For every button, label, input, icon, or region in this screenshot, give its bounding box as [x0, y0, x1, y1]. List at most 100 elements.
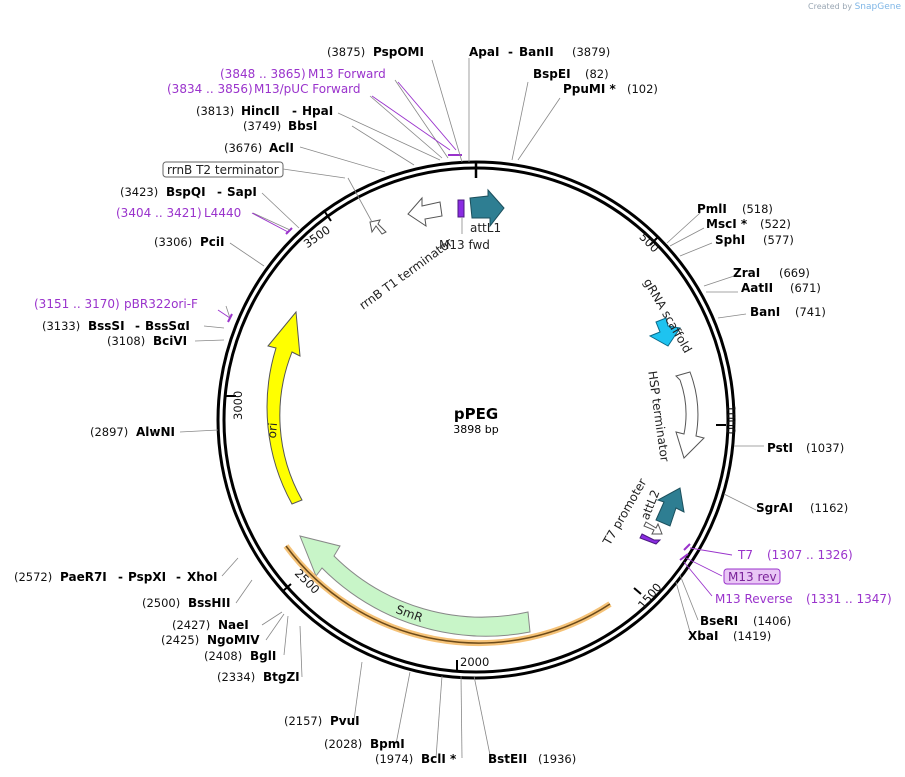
primer-m13-forward-name: M13 Forward: [308, 67, 386, 81]
site-msci-name: MscI *: [706, 217, 748, 231]
snapgene-credit: Created by SnapGene: [808, 2, 901, 12]
primer-pbr322ori-name: pBR322ori-F: [124, 297, 198, 311]
site-bani-pos: (741): [795, 305, 826, 319]
site-xbai-pos: (1419): [733, 629, 771, 643]
site-sgrai-name: SgrAI: [756, 501, 793, 515]
site-bsssi-name: BssSI: [88, 319, 125, 333]
tick-label: 3000: [231, 391, 245, 420]
site-bcivi-pos: (3108): [107, 334, 145, 348]
plasmid-name: pPEG: [454, 405, 498, 423]
site-bbsi-name: BbsI: [288, 119, 317, 133]
site-alwni-pos: (2897): [90, 425, 128, 439]
site-bani-name: BanI: [750, 305, 780, 319]
primer-m13rev-mark: [679, 553, 689, 561]
hsp-terminator-label: HSP terminator: [645, 370, 672, 463]
primer-m13-reverse-range: (1331 .. 1347): [806, 592, 892, 606]
m13-fwd-feature: [457, 199, 465, 218]
primer-l4440-name: L4440: [204, 206, 241, 220]
site-ngomiv-pos: (2425): [161, 633, 199, 647]
site-pcii-pos: (3306): [154, 235, 192, 249]
site-pcii-name: PciI: [200, 235, 225, 249]
site-hpai-name: HpaI: [302, 104, 333, 118]
site-bcli-pos: (1974): [375, 752, 413, 766]
primer-t7-range: (1307 .. 1326): [767, 548, 853, 562]
site-bspqi-name: BspQI: [166, 185, 206, 199]
site-acli-pos: (3676): [224, 141, 262, 155]
site-bsteii-name: BstEII: [488, 752, 527, 766]
site-pspomi-pos: (3875): [327, 45, 365, 59]
primer-m13-forward-range: (3848 .. 3865): [220, 67, 306, 81]
site-naei-pos: (2427): [172, 618, 210, 632]
m13-rev-label-box: [723, 568, 781, 585]
site-acli-name: AclI: [269, 141, 294, 155]
site-bsshii-pos: (2500): [142, 596, 180, 610]
site-psti-pos: (1037): [806, 441, 844, 455]
ori-label: ori: [265, 422, 280, 439]
orf-arc: [285, 545, 611, 644]
site-msci-pos: (522): [760, 217, 791, 231]
site-pvui-pos: (2157): [284, 714, 322, 728]
t7-promoter-feature: [643, 521, 663, 535]
site-paer7i-name: PaeR7I: [60, 570, 107, 584]
site-bbsi-pos: (3749): [243, 119, 281, 133]
rrnb-t1-label: rrnB T1 terminator: [357, 235, 456, 312]
tick-label: 1500: [635, 580, 665, 611]
rrnb-t2-label: rrnB T2 terminator: [167, 163, 279, 177]
site-bspei-name: BspEI: [533, 67, 571, 81]
site-pmli-name: PmlI: [697, 202, 727, 216]
site-pvui-name: PvuI: [330, 714, 360, 728]
primer-l4440-range: (3404 .. 3421): [116, 206, 202, 220]
m13-rev-label: M13 rev: [728, 570, 777, 584]
site-pspomi-name: PspOMI: [373, 45, 424, 59]
site-xbai-name: XbaI: [688, 629, 718, 643]
site-bcli-name: BclI *: [421, 752, 457, 766]
site-sphi-pos: (577): [763, 233, 794, 247]
tick-label: 500: [637, 230, 662, 255]
tick-1000: 1000: [716, 405, 738, 434]
site-bsssi-pos: (3133): [42, 319, 80, 333]
site-sgrai-pos: (1162): [810, 501, 848, 515]
site-bgli-name: BglI: [250, 649, 276, 663]
primer-m13puc-forward-range: (3834 .. 3856): [167, 82, 253, 96]
credit-prefix: Created by: [808, 2, 853, 11]
m13-fwd-label: M13 fwd: [439, 238, 490, 252]
site-bpmi-name: BpmI: [370, 737, 405, 751]
site-paer7i-pos: (2572): [14, 570, 52, 584]
site-ppumi-pos: (102): [627, 82, 658, 96]
site-sapi-name: SapI: [227, 185, 257, 199]
site-btgzi-name: BtgZI: [263, 670, 300, 684]
site-hincii-name: HincII: [241, 104, 280, 118]
site-ppumi-name: PpuMI *: [563, 82, 617, 96]
site-bpmi-pos: (2028): [324, 737, 362, 751]
primer-t7-mark: [683, 543, 691, 551]
tick-label: 1000: [724, 405, 738, 434]
site-psti-name: PstI: [767, 441, 793, 455]
leader-lines: [179, 58, 764, 759]
site-sphi-name: SphI: [715, 233, 745, 247]
site-apai-name: ApaI: [469, 45, 499, 59]
site-bsshii-name: BssHII: [188, 596, 230, 610]
site-bsssai-name: BssSαI: [145, 319, 190, 333]
site-sep: -: [176, 570, 181, 584]
ori-feature: [266, 310, 303, 505]
site-bcivi-name: BciVI: [153, 334, 187, 348]
tick-label: 2000: [460, 655, 489, 669]
site-bgli-pos: (2408): [204, 649, 242, 663]
site-sep: -: [508, 45, 513, 59]
attl2-feature: [655, 487, 685, 527]
plasmid-length: 3898 bp: [453, 423, 498, 436]
tick-2000: 2000: [456, 655, 489, 670]
rrnb-t2-connector: [282, 168, 346, 179]
site-sep: -: [118, 570, 123, 584]
site-zrai-name: ZraI: [733, 266, 760, 280]
primer-l4440-mark: [285, 227, 293, 235]
rrnb-t1-feature: [407, 196, 443, 228]
hsp-terminator-feature: [675, 371, 705, 459]
rrnb-t2-feature: [369, 219, 387, 235]
site-zrai-pos: (669): [779, 266, 810, 280]
smr-feature: [299, 535, 531, 637]
rrnb-t2-leader: [347, 177, 373, 223]
site-sep: -: [135, 319, 140, 333]
site-pspxi-name: PspXI: [128, 570, 166, 584]
